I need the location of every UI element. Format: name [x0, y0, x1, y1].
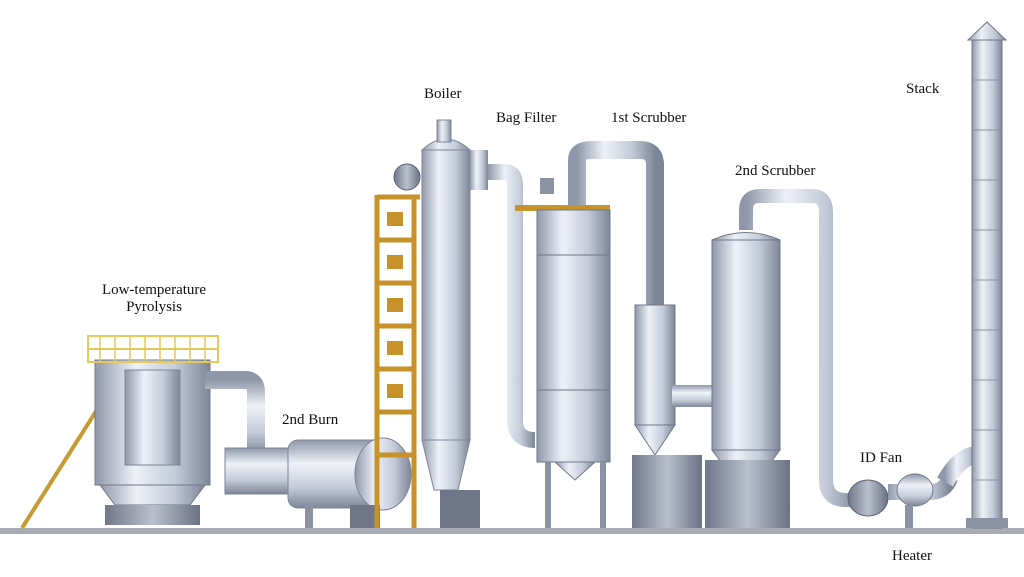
first-scrubber-unit: [568, 141, 712, 528]
label-low-temp-line1: Low-temperature: [101, 282, 207, 298]
label-low-temperature-pyrolysis: Low-temperature Pyrolysis: [88, 282, 220, 316]
second-burn-chamber: [287, 437, 412, 528]
label-low-temp-line2: Pyrolysis: [126, 299, 182, 315]
label-2nd-burn: 2nd Burn: [282, 412, 339, 428]
label-heater: Heater: [892, 548, 932, 564]
label-boiler: Boiler: [424, 86, 462, 102]
duct-boiler-to-filter: [488, 164, 536, 448]
label-stack: Stack: [906, 81, 940, 97]
ground-line: [0, 528, 1024, 534]
label-1st-scrubber: 1st Scrubber: [611, 110, 687, 126]
label-bag-filter: Bag Filter: [496, 110, 557, 126]
pyrolysis-unit: [20, 335, 296, 530]
boiler-unit: [374, 119, 488, 528]
second-scrubber-unit: [705, 189, 860, 528]
stack-chimney: [966, 21, 1008, 529]
label-id-fan: ID Fan: [860, 450, 903, 466]
bag-filter-unit: [515, 178, 611, 528]
label-2nd-scrubber: 2nd Scrubber: [735, 163, 816, 179]
